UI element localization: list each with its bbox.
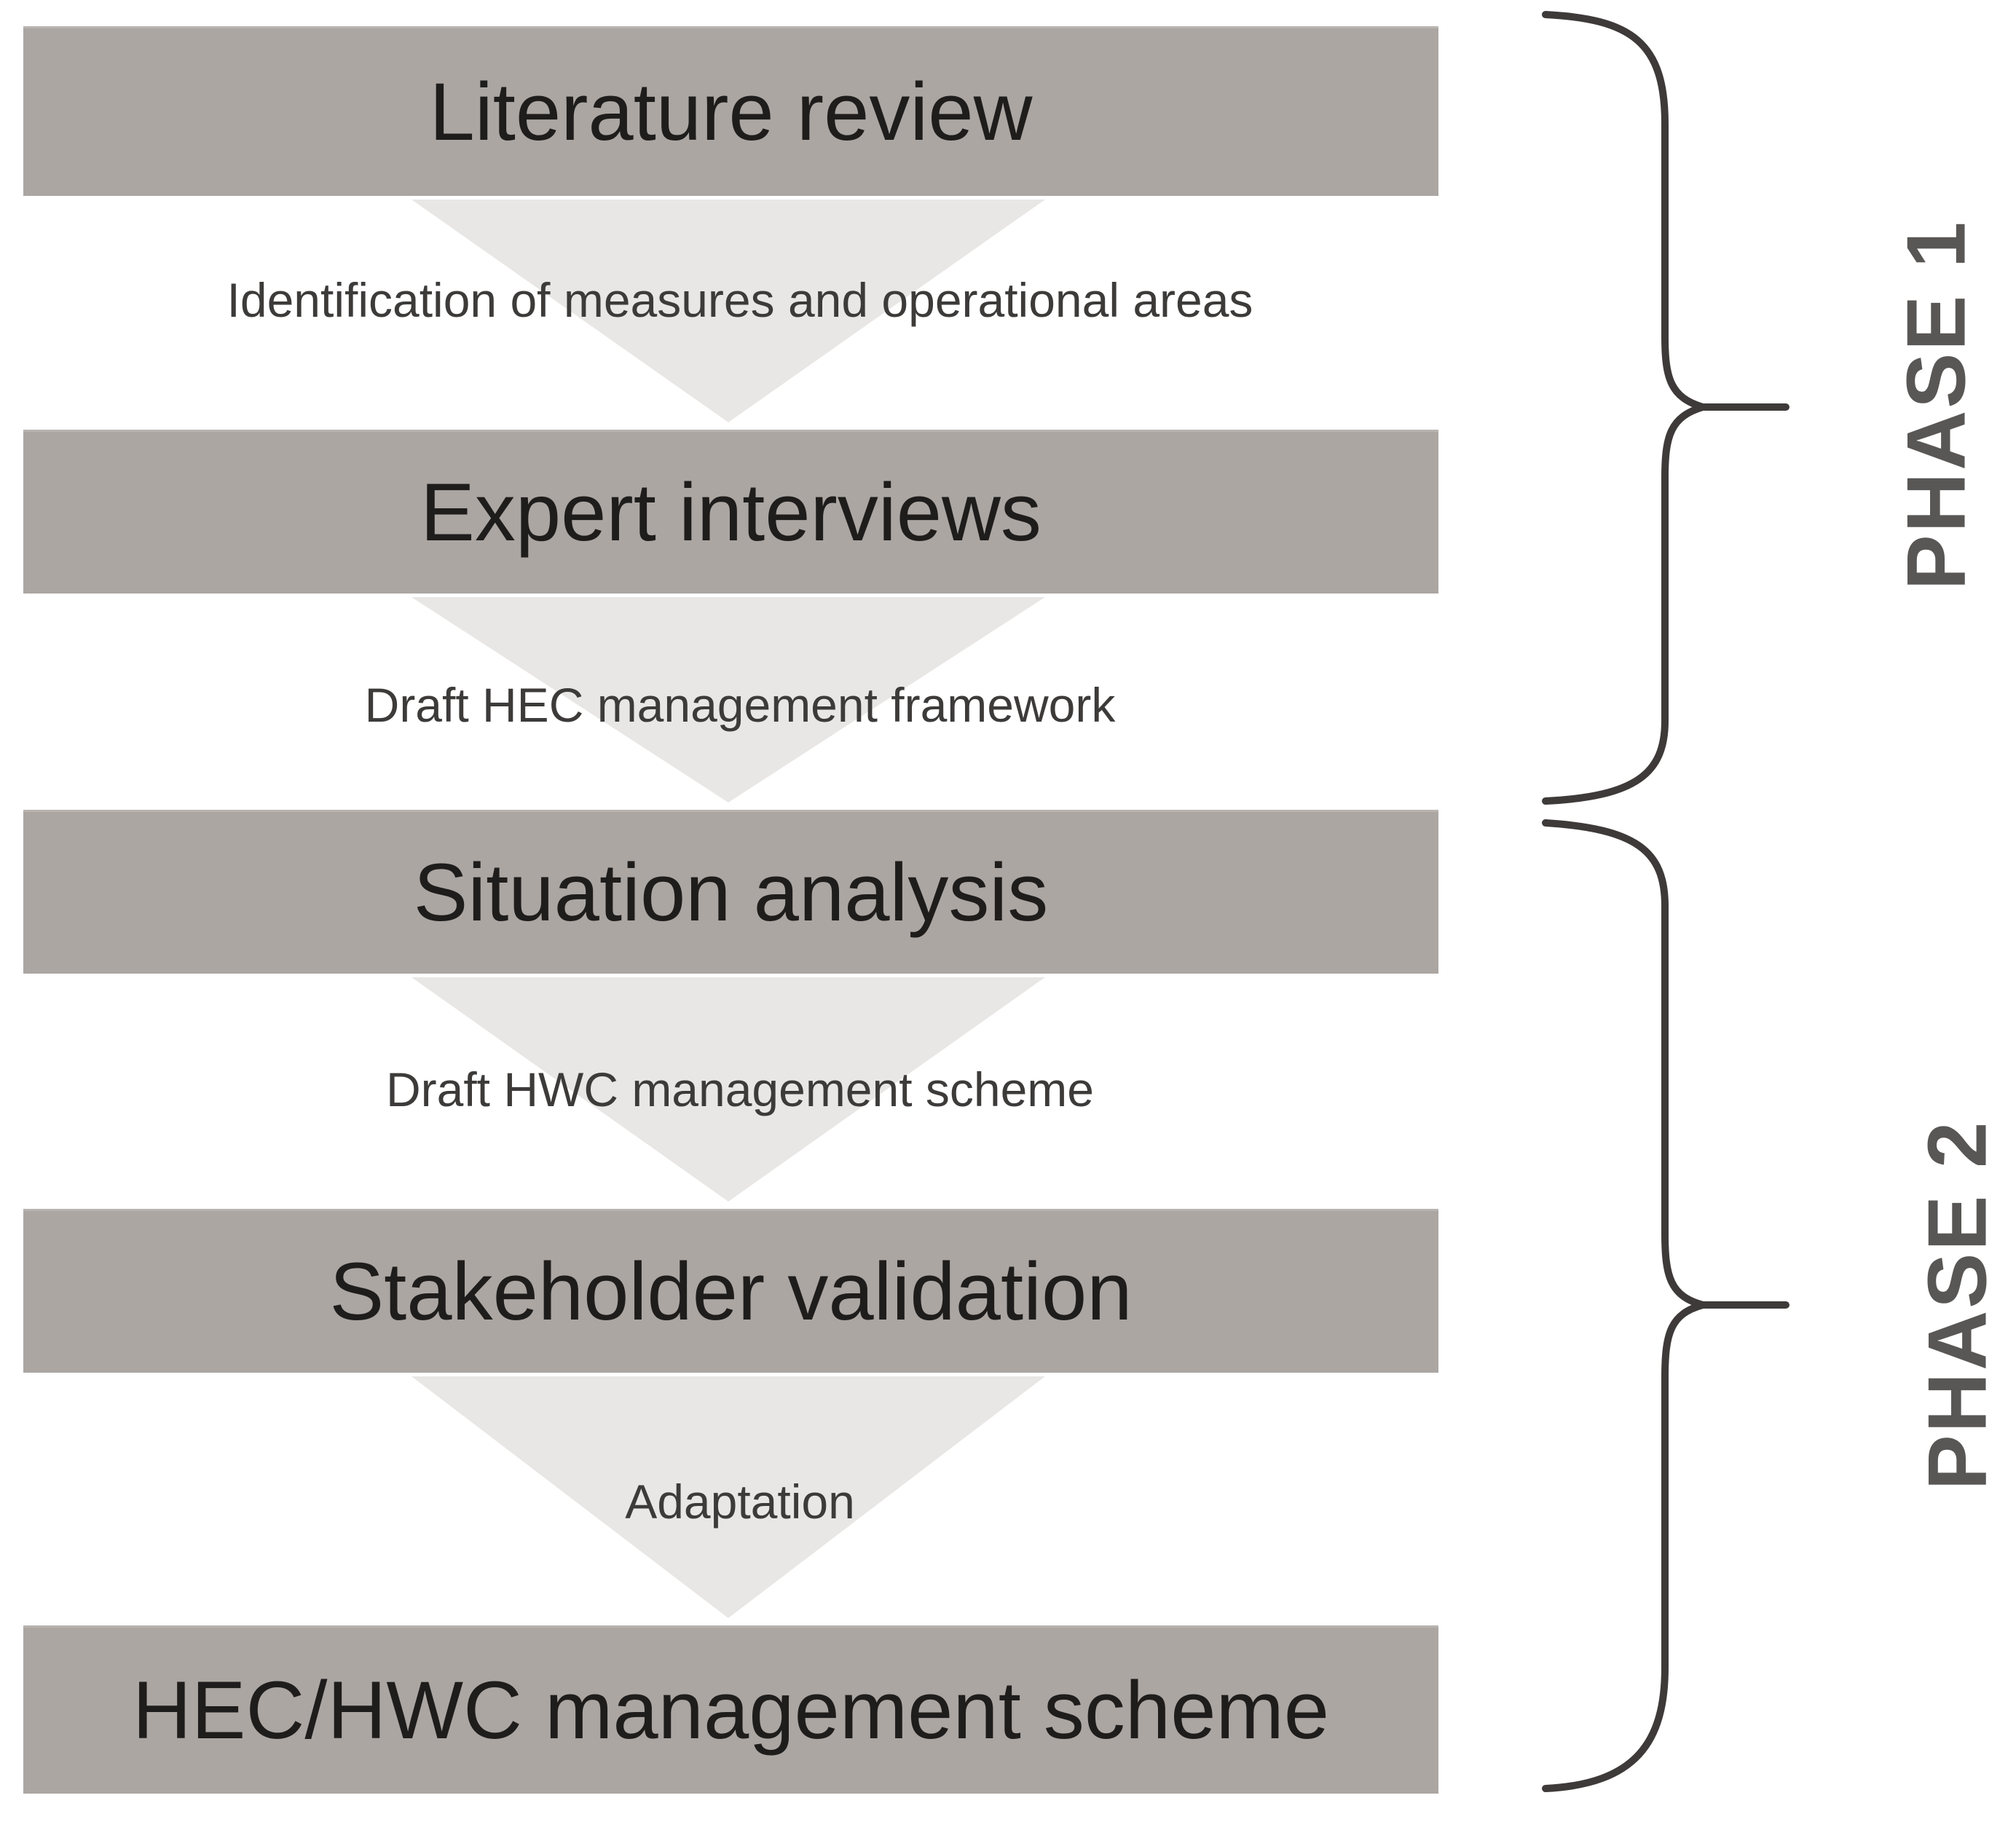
step-bar-stakeholder-validation: Stakeholder validation xyxy=(23,1209,1438,1373)
step-label: HEC/HWC management scheme xyxy=(132,1665,1330,1756)
transition-label-draft-hec-framework: Draft HEC management framework xyxy=(364,678,1116,732)
transition-label-identification: Identification of measures and operation… xyxy=(227,273,1253,327)
phase2-brace xyxy=(1542,819,1706,1792)
transition-label-adaptation: Adaptation xyxy=(625,1475,855,1529)
transition-label-draft-hwc-scheme: Draft HWC management scheme xyxy=(386,1062,1094,1116)
step-label: Stakeholder validation xyxy=(329,1246,1133,1337)
step-bar-literature-review: Literature review xyxy=(23,26,1438,196)
step-label: Literature review xyxy=(429,66,1033,157)
step-bar-situation-analysis: Situation analysis xyxy=(23,810,1438,974)
step-label: Situation analysis xyxy=(413,847,1049,938)
step-bar-expert-interviews: Expert interviews xyxy=(23,430,1438,593)
phase1-brace xyxy=(1542,11,1706,805)
step-label: Expert interviews xyxy=(420,467,1042,558)
step-bar-hec-hwc-management-scheme: HEC/HWC management scheme xyxy=(23,1625,1438,1794)
phase2-label: PHASE 2 xyxy=(1911,1119,2004,1491)
phase1-label: PHASE 1 xyxy=(1890,219,1983,591)
